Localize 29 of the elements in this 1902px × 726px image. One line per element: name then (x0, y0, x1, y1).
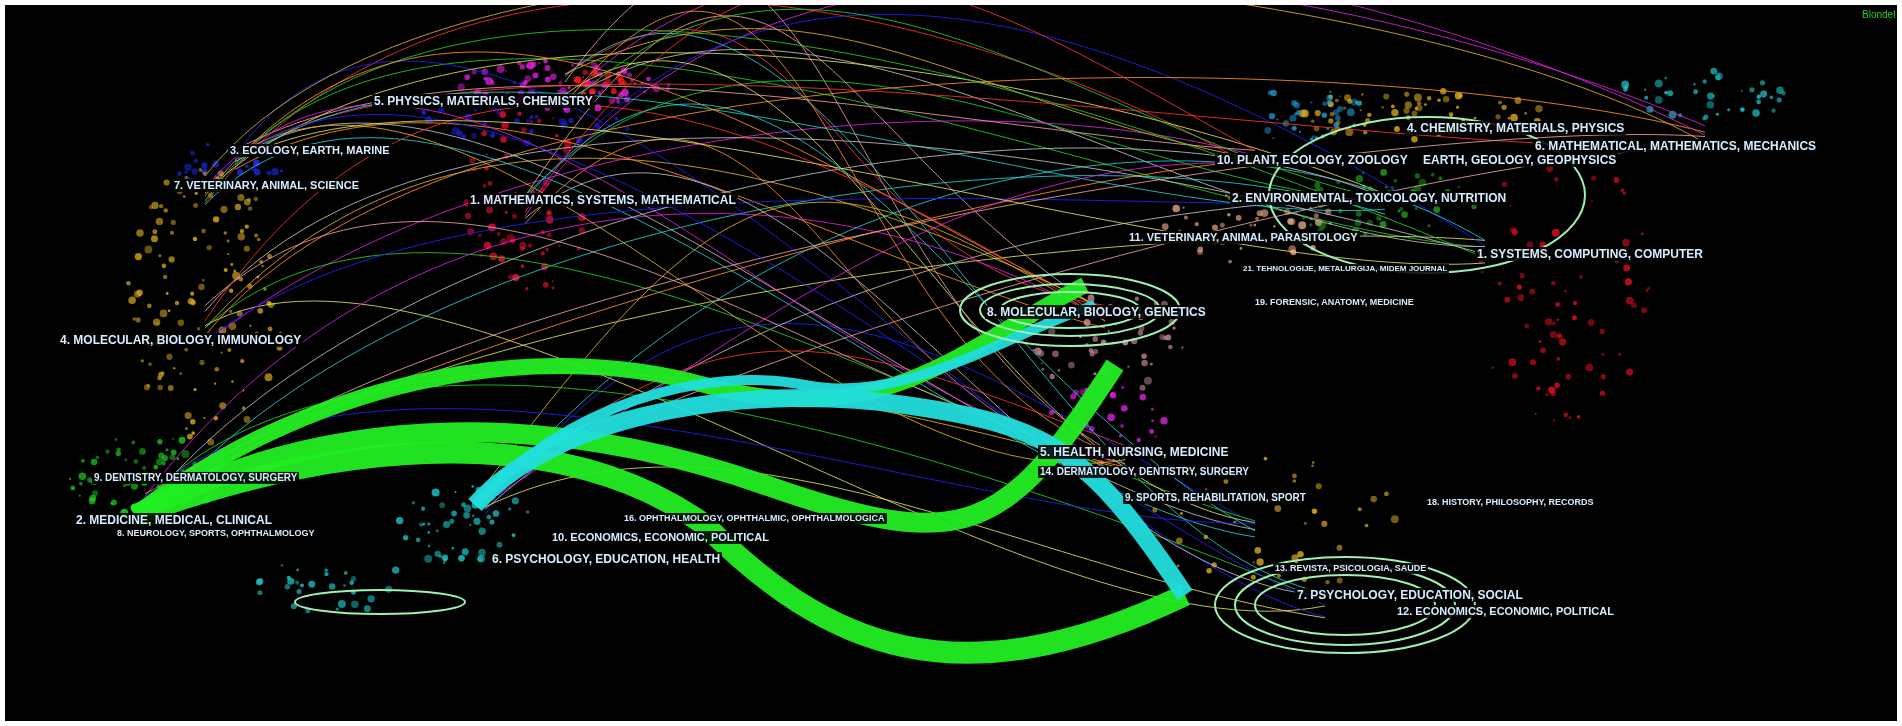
algorithm-label: Blondel (1860, 9, 1897, 21)
cluster-label: 10. PLANT, ECOLOGY, ZOOLOGY (1215, 153, 1410, 167)
cluster-label: 2. MEDICINE, MEDICAL, CLINICAL (74, 513, 274, 527)
cluster-label: EARTH, GEOLOGY, GEOPHYSICS (1421, 153, 1619, 167)
cluster-label: 8. MOLECULAR, BIOLOGY, GENETICS (985, 305, 1208, 319)
cluster-label: 12. ECONOMICS, ECONOMIC, POLITICAL (1395, 605, 1616, 618)
cluster-label: 8. NEUROLOGY, SPORTS, OPHTHALMOLOGY (115, 528, 317, 539)
cluster-label: 4. MOLECULAR, BIOLOGY, IMMUNOLOGY (58, 333, 304, 347)
cluster-label: 1. SYSTEMS, COMPUTING, COMPUTER (1475, 247, 1706, 261)
cluster-label: 19. FORENSIC, ANATOMY, MEDICINE (1253, 297, 1416, 308)
cluster-label: 13. REVISTA, PSICOLOGIA, SAUDE (1273, 563, 1429, 574)
cluster-label: 4. CHEMISTRY, MATERIALS, PHYSICS (1405, 121, 1627, 135)
cluster-label: 2. ENVIRONMENTAL, TOXICOLOGY, NUTRITION (1230, 191, 1509, 205)
cluster-label: 5. HEALTH, NURSING, MEDICINE (1038, 445, 1231, 459)
cluster-label: 5. PHYSICS, MATERIALS, CHEMISTRY (372, 94, 595, 108)
cluster-label: 7. VETERINARY, ANIMAL, SCIENCE (172, 179, 361, 192)
cluster-label: 18. HISTORY, PHILOSOPHY, RECORDS (1425, 497, 1596, 508)
cluster-label: 16. OPHTHALMOLOGY, OPHTHALMIC, OPHTHALMOLOGICA (622, 513, 887, 524)
cluster-label: 1. MATHEMATICS, SYSTEMS, MATHEMATICAL (468, 193, 738, 207)
cluster-label: 9. SPORTS, REHABILITATION, SPORT (1123, 492, 1308, 504)
cluster-label: 6. PSYCHOLOGY, EDUCATION, HEALTH (490, 552, 723, 566)
cluster-label: 21. TEHNOLOGIJE, METALURGIJA, MIDEM JOURNAL (1241, 264, 1450, 274)
cluster-label: 3. ECOLOGY, EARTH, MARINE (228, 144, 392, 157)
cluster-label: 14. DERMATOLOGY, DENTISTRY, SURGERY (1038, 466, 1251, 478)
cluster-label: 10. ECONOMICS, ECONOMIC, POLITICAL (550, 531, 771, 544)
cluster-label: 9. DENTISTRY, DERMATOLOGY, SURGERY (92, 472, 300, 484)
cluster-label: 7. PSYCHOLOGY, EDUCATION, SOCIAL (1295, 588, 1525, 602)
cluster-label: 6. MATHEMATICAL, MATHEMATICS, MECHANICS (1533, 139, 1819, 153)
cluster-label: 11. VETERINARY, ANIMAL, PARASITOLOGY (1127, 231, 1360, 244)
